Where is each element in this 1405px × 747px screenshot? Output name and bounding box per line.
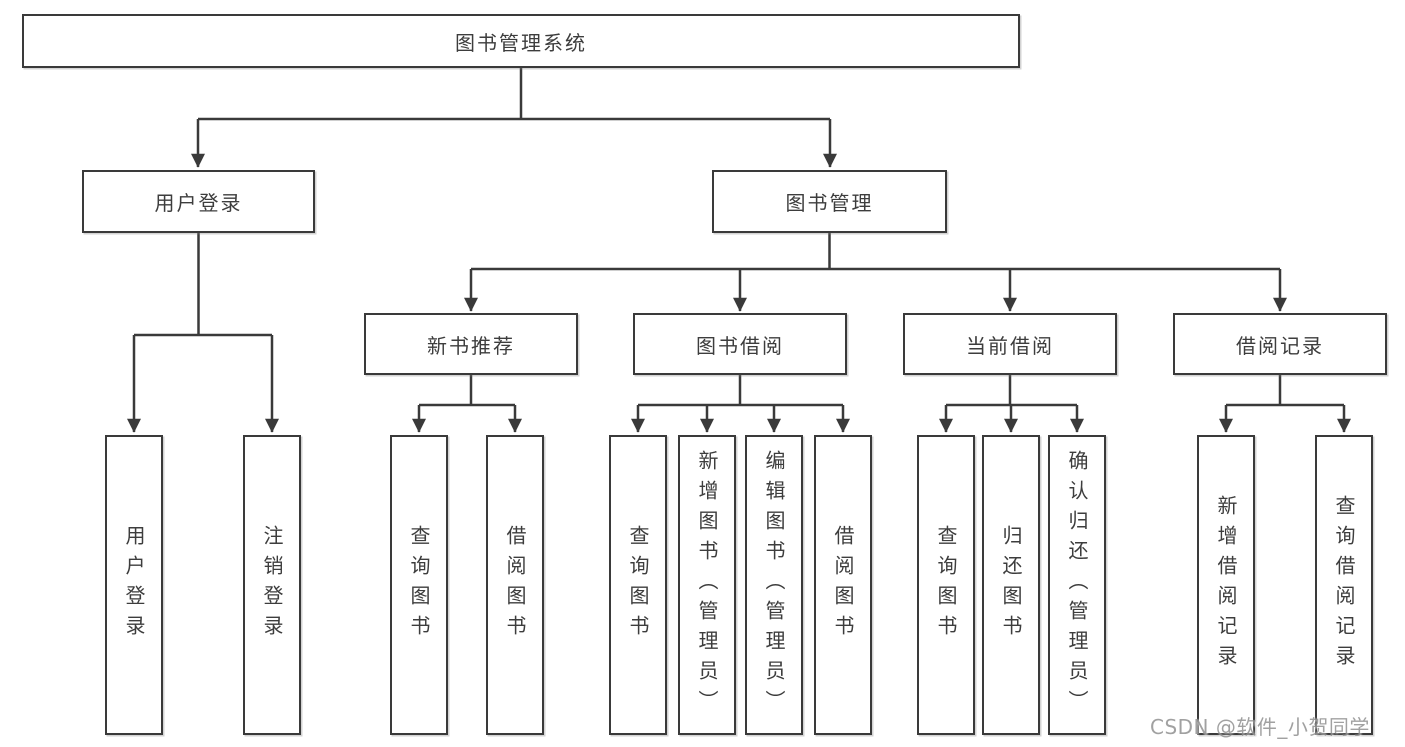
node-book-management-system: 图书管理系统 bbox=[22, 14, 1020, 68]
connector-user-split bbox=[134, 233, 272, 337]
node-user-login: 用户登录 bbox=[82, 170, 315, 233]
node-query-borrow-record: 查询借阅记录 bbox=[1315, 435, 1373, 735]
node-current-borrow: 当前借阅 bbox=[903, 313, 1117, 375]
node-query-books-2: 查询图书 bbox=[609, 435, 667, 735]
node-query-books-3: 查询图书 bbox=[917, 435, 975, 735]
node-label-user-login-leaf: 用户登录 bbox=[122, 525, 146, 645]
connector-root-split bbox=[198, 68, 830, 121]
node-label-add-borrow-record: 新增借阅记录 bbox=[1214, 495, 1238, 675]
node-edit-book-admin: 编辑图书（管理员） bbox=[745, 435, 803, 735]
node-new-book-recommend: 新书推荐 bbox=[364, 313, 578, 375]
node-add-book-admin: 新增图书（管理员） bbox=[678, 435, 736, 735]
node-label-borrow-books-2: 借阅图书 bbox=[831, 525, 855, 645]
node-return-books: 归还图书 bbox=[982, 435, 1040, 735]
connector-current-split bbox=[946, 375, 1077, 407]
node-borrow-books-2: 借阅图书 bbox=[814, 435, 872, 735]
node-label-query-books-1: 查询图书 bbox=[407, 525, 431, 645]
node-add-borrow-record: 新增借阅记录 bbox=[1197, 435, 1255, 735]
connector-newbook-split bbox=[419, 375, 515, 407]
node-label-confirm-return-admin: 确认归还（管理员） bbox=[1065, 450, 1089, 720]
node-label-book-management: 图书管理 bbox=[785, 191, 874, 215]
node-label-borrow-books-1: 借阅图书 bbox=[503, 525, 527, 645]
node-label-return-books: 归还图书 bbox=[999, 525, 1023, 645]
node-label-book-borrow: 图书借阅 bbox=[696, 333, 784, 358]
watermark: CSDN @软件_小贺同学 bbox=[1150, 715, 1370, 739]
node-book-management: 图书管理 bbox=[712, 170, 947, 233]
connector-records-split bbox=[1226, 375, 1344, 407]
node-query-books-1: 查询图书 bbox=[390, 435, 448, 735]
node-user-login-leaf: 用户登录 bbox=[105, 435, 163, 735]
node-label-query-books-3: 查询图书 bbox=[934, 525, 958, 645]
node-borrow-books-1: 借阅图书 bbox=[486, 435, 544, 735]
node-label-query-books-2: 查询图书 bbox=[626, 525, 650, 645]
node-book-borrow: 图书借阅 bbox=[633, 313, 847, 375]
node-label-borrow-records: 借阅记录 bbox=[1236, 333, 1324, 358]
connector-book-split bbox=[471, 233, 1280, 271]
node-label-query-borrow-record: 查询借阅记录 bbox=[1332, 495, 1356, 675]
node-label-edit-book-admin: 编辑图书（管理员） bbox=[762, 450, 786, 720]
node-logout-leaf: 注销登录 bbox=[243, 435, 301, 735]
node-label-current-borrow: 当前借阅 bbox=[966, 333, 1054, 358]
node-label-root: 图书管理系统 bbox=[455, 30, 587, 55]
node-label-new-book-recommend: 新书推荐 bbox=[427, 333, 515, 358]
connector-borrow-split bbox=[638, 375, 843, 407]
node-label-logout-leaf: 注销登录 bbox=[260, 525, 284, 645]
node-label-add-book-admin: 新增图书（管理员） bbox=[695, 450, 719, 720]
node-label-user-login: 用户登录 bbox=[154, 191, 243, 215]
node-confirm-return-admin: 确认归还（管理员） bbox=[1048, 435, 1106, 735]
node-borrow-records: 借阅记录 bbox=[1173, 313, 1387, 375]
